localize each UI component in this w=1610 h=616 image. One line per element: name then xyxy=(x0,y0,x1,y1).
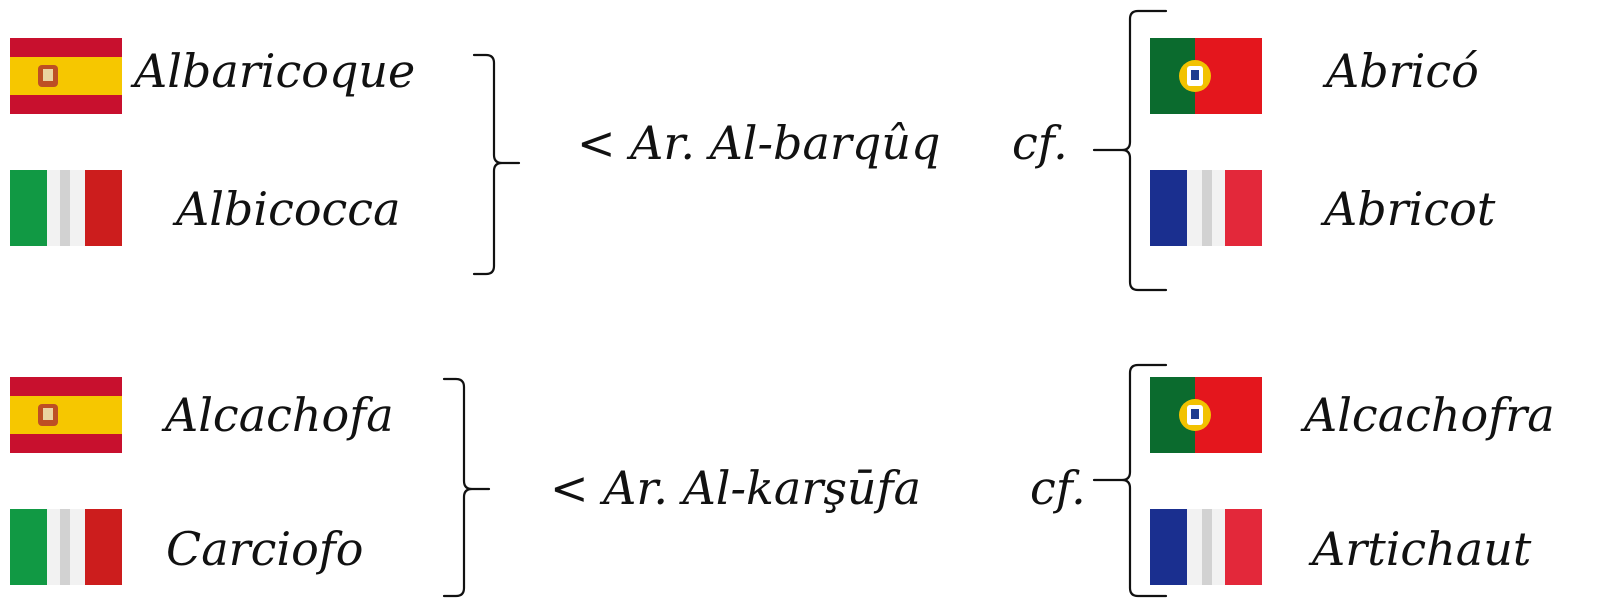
word-spanish: Albaricoque xyxy=(134,44,416,98)
left-bracket xyxy=(472,53,521,276)
france-flag-icon xyxy=(1150,170,1262,246)
spain-flag-icon xyxy=(10,377,122,453)
right-bracket xyxy=(1092,9,1168,292)
cf-label: cf. xyxy=(1012,116,1068,170)
portugal-flag-icon xyxy=(1150,38,1262,114)
italy-flag-icon xyxy=(10,509,122,585)
italy-flag-icon xyxy=(10,170,122,246)
arabic-etymon: < Ar. Al-karşūfa xyxy=(550,461,922,515)
word-spanish: Alcachofa xyxy=(165,388,394,442)
france-flag-icon xyxy=(1150,509,1262,585)
arabic-etymon: < Ar. Al-barqûq xyxy=(577,116,941,170)
cf-label: cf. xyxy=(1030,461,1086,515)
word-italian: Albicocca xyxy=(176,182,401,236)
word-french: Abricot xyxy=(1324,182,1496,236)
word-portuguese: Abricó xyxy=(1326,44,1479,98)
left-bracket xyxy=(442,377,491,598)
spain-flag-icon xyxy=(10,38,122,114)
word-portuguese: Alcachofra xyxy=(1304,388,1555,442)
portugal-flag-icon xyxy=(1150,377,1262,453)
right-bracket xyxy=(1092,363,1168,598)
word-french: Artichaut xyxy=(1312,522,1532,576)
word-italian: Carciofo xyxy=(166,522,364,576)
